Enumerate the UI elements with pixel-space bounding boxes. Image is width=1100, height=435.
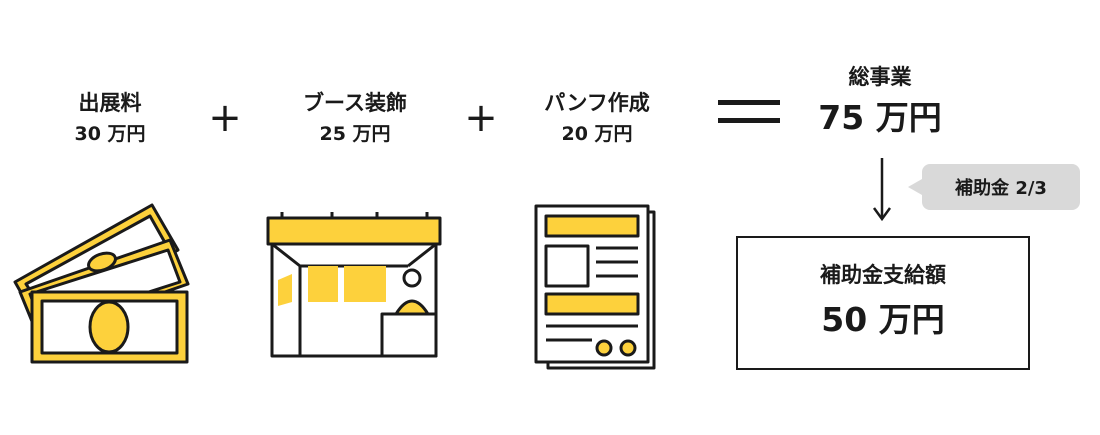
grant-amount: 50 万円 bbox=[821, 300, 945, 339]
grant-box: 補助金支給額 50 万円 bbox=[736, 236, 1030, 370]
booth-icon bbox=[266, 212, 442, 358]
subsidy-rate-text: 補助金 2/3 bbox=[955, 178, 1047, 199]
subsidy-rate-badge: 補助金 2/3 bbox=[908, 164, 1080, 210]
plus-operator-1: + bbox=[208, 95, 242, 141]
item-1-label: 出展料 30 万円 bbox=[50, 90, 170, 146]
down-arrow-icon bbox=[872, 158, 892, 222]
item-2-label: ブース装飾 25 万円 bbox=[280, 90, 430, 146]
total-amount: 75 万円 bbox=[818, 98, 942, 137]
pamphlet-icon bbox=[534, 204, 656, 370]
equals-icon bbox=[718, 100, 780, 123]
item-3-label: パンフ作成 20 万円 bbox=[522, 90, 672, 146]
item-2-amount: 25 万円 bbox=[319, 123, 391, 145]
item-3-title: パンフ作成 bbox=[544, 91, 650, 115]
plus-operator-2: + bbox=[464, 95, 498, 141]
total-title: 総事業 bbox=[848, 65, 912, 89]
total-label: 総事業 75 万円 bbox=[800, 64, 960, 138]
item-1-amount: 30 万円 bbox=[74, 123, 146, 145]
item-1-title: 出展料 bbox=[78, 91, 142, 115]
item-3-amount: 20 万円 bbox=[561, 123, 633, 145]
grant-title: 補助金支給額 bbox=[820, 263, 946, 287]
item-2-title: ブース装飾 bbox=[303, 91, 407, 115]
money-icon bbox=[13, 203, 190, 364]
grant-label: 補助金支給額 50 万円 bbox=[738, 262, 1028, 340]
